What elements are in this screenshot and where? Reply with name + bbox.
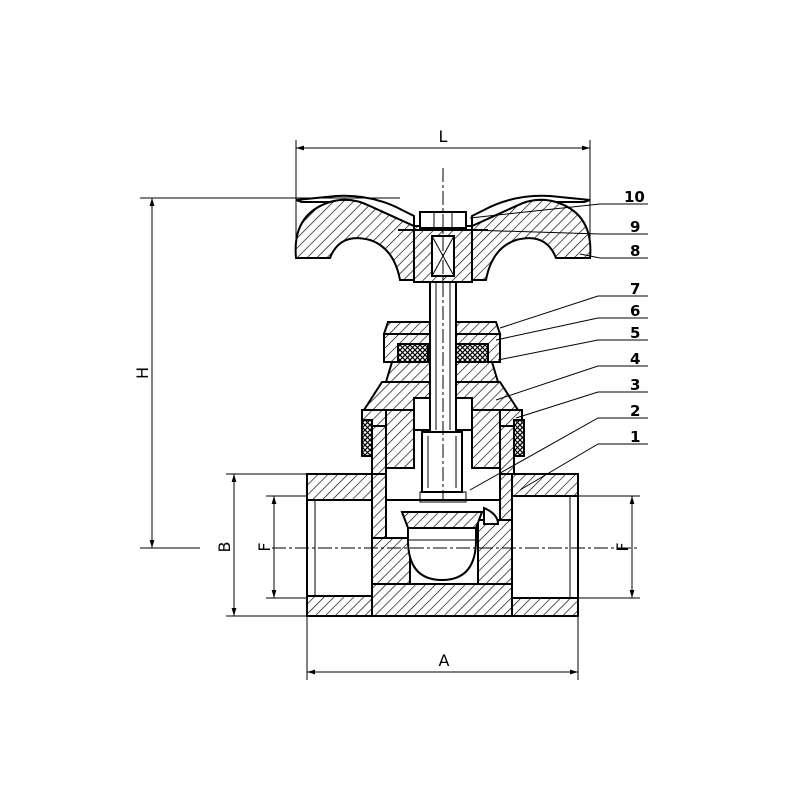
part-number-7: 7 (630, 280, 640, 298)
dim-label-F-right: F (613, 542, 632, 551)
part-number-8: 8 (630, 242, 640, 260)
dim-label-A: A (439, 651, 450, 670)
part-number-2: 2 (630, 402, 640, 420)
part-number-6: 6 (630, 302, 640, 320)
valve-disc (400, 506, 500, 582)
part-number-4: 4 (630, 350, 640, 368)
dim-label-B: B (215, 542, 234, 553)
dim-label-L: L (439, 127, 448, 146)
part-leaders (469, 203, 648, 491)
part-number-5: 5 (630, 324, 640, 342)
part-number-1: 1 (630, 428, 640, 446)
part-number-10: 10 (624, 188, 645, 206)
handwheel (294, 194, 592, 283)
dimension-lines (140, 140, 640, 680)
dim-label-H: H (133, 367, 152, 379)
dim-label-F-left: F (255, 542, 274, 551)
part-number-3: 3 (630, 376, 640, 394)
part-number-9: 9 (630, 218, 640, 236)
